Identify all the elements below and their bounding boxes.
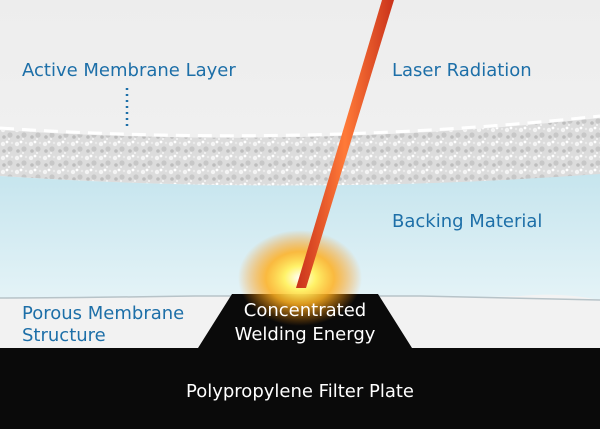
membrane-top-dashed-edge bbox=[0, 114, 600, 138]
filter-plate-label: Polypropylene Filter Plate bbox=[186, 381, 414, 402]
welding-energy-label-line1: Concentrated bbox=[243, 300, 367, 321]
backing-material-label: Backing Material bbox=[392, 211, 543, 232]
active-membrane-layer bbox=[0, 118, 600, 186]
laser-radiation-label: Laser Radiation bbox=[392, 60, 532, 81]
porous-membrane-label-line2: Structure bbox=[22, 325, 106, 346]
welding-energy-label-line2: Welding Energy bbox=[234, 324, 376, 345]
active-membrane-label: Active Membrane Layer bbox=[22, 60, 236, 81]
filter-plate-body bbox=[0, 294, 600, 429]
porous-membrane-label-line1: Porous Membrane bbox=[22, 303, 185, 324]
laser-beam bbox=[296, 0, 394, 288]
